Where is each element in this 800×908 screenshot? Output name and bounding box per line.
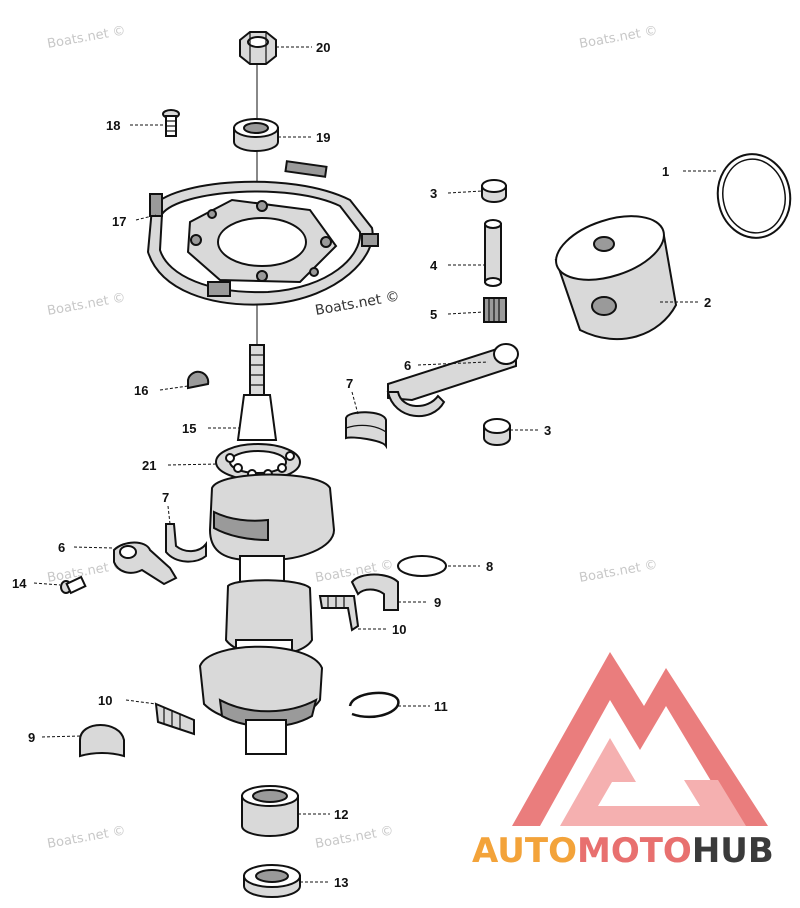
- part-seal: [233, 118, 279, 152]
- watermark: Boats.net ©: [314, 823, 395, 852]
- callout-10-lower: 10: [98, 693, 112, 708]
- brand-word-hub: HUB: [692, 831, 774, 871]
- callout-1: 1: [662, 164, 669, 179]
- brand-word-moto: MOTO: [577, 831, 692, 871]
- part-roller-bearing: [241, 785, 299, 837]
- part-piston: [554, 215, 678, 341]
- callout-12: 12: [334, 807, 348, 822]
- watermark: Boats.net ©: [578, 23, 659, 52]
- callout-3-lower: 3: [544, 423, 551, 438]
- callout-10-upper: 10: [392, 622, 406, 637]
- watermark: Boats.net ©: [46, 290, 127, 319]
- part-bushing-lower: [483, 418, 511, 446]
- part-needle-bearing-half: [345, 411, 387, 450]
- watermark: Boats.net ©: [46, 23, 127, 52]
- callout-labels: 20 19 18 17 1 3 4 5 2 6 7 3 16 15 21 7 6…: [12, 40, 711, 890]
- callout-16: 16: [134, 383, 148, 398]
- watermark: Boats.net ©: [46, 823, 127, 852]
- logo-triangle-icon: [512, 652, 768, 826]
- part-nut: [239, 31, 277, 65]
- part-piston-ring: [716, 153, 792, 239]
- part-retaining-ring: [397, 555, 447, 577]
- brand-wordmark: AUTOMOTOHUB: [472, 831, 774, 871]
- callout-13: 13: [334, 875, 348, 890]
- part-screw-rod: [60, 575, 87, 595]
- callout-6-lower: 6: [58, 540, 65, 555]
- part-race-half: [350, 573, 399, 611]
- part-stator-plate: [146, 160, 379, 306]
- callout-18: 18: [106, 118, 120, 133]
- leader-lines: [33, 46, 718, 883]
- part-needle-bearing: [483, 297, 507, 323]
- part-screw-top: [162, 109, 180, 137]
- callout-9-lower: 9: [28, 730, 35, 745]
- part-woodruff-key: [187, 370, 210, 390]
- brand-logo: [512, 652, 768, 826]
- part-main-bearing: [215, 443, 301, 481]
- watermark: Boats.net ©: [314, 288, 401, 319]
- watermark: Boats.net ©: [578, 557, 659, 586]
- callout-7-lower: 7: [162, 490, 169, 505]
- part-rod-cap: [113, 541, 178, 586]
- callout-11: 11: [434, 699, 448, 714]
- callout-4: 4: [430, 258, 438, 273]
- callout-17: 17: [112, 214, 126, 229]
- brand-word-auto: AUTO: [472, 831, 577, 871]
- part-crankshaft: [198, 473, 336, 755]
- part-needle-cage: [154, 702, 195, 736]
- callout-14: 14: [12, 576, 27, 591]
- callout-8: 8: [486, 559, 493, 574]
- part-lower-seal: [243, 864, 301, 898]
- callout-5: 5: [430, 307, 437, 322]
- logo-inner-icon: [560, 738, 746, 826]
- callout-21: 21: [142, 458, 156, 473]
- callout-7-top: 7: [346, 376, 353, 391]
- part-needle-cage: [318, 595, 360, 632]
- part-crankshaft-taper: [236, 344, 278, 441]
- part-piston-pin: [484, 219, 502, 287]
- callout-15: 15: [182, 421, 196, 436]
- callout-6-top: 6: [404, 358, 411, 373]
- part-retaining-ring-lower: [348, 691, 400, 719]
- part-bushing-top: [481, 179, 507, 203]
- callout-20: 20: [316, 40, 330, 55]
- callout-19: 19: [316, 130, 330, 145]
- part-needle-bearing-half: [165, 523, 207, 563]
- part-connecting-rod: [386, 343, 519, 418]
- callout-9-upper: 9: [434, 595, 441, 610]
- callout-3-top: 3: [430, 186, 437, 201]
- callout-2: 2: [704, 295, 711, 310]
- part-race-half: [79, 724, 125, 758]
